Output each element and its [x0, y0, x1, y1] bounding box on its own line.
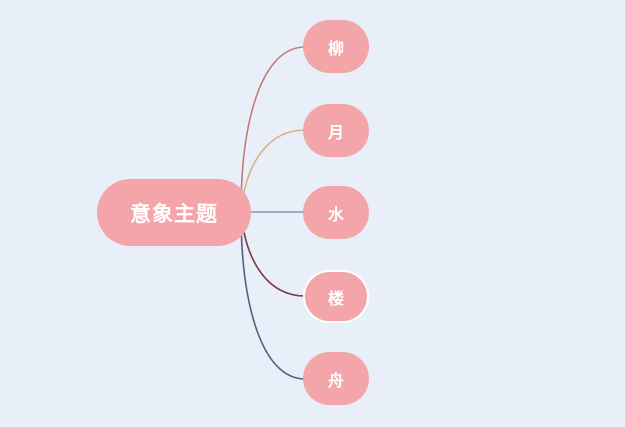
connector-lou: [240, 211, 306, 297]
branch-node-shui[interactable]: 水: [303, 186, 369, 239]
branch-node-yue[interactable]: 月: [303, 104, 369, 157]
root-topic[interactable]: 意象主题: [97, 179, 251, 246]
branch-node-lou[interactable]: 楼: [303, 270, 369, 323]
connector-liu: [240, 46, 306, 213]
branch-node-liu[interactable]: 柳: [303, 20, 369, 73]
connector-yue: [240, 129, 306, 213]
connector-zhou: [240, 211, 306, 380]
branch-node-zhou[interactable]: 舟: [303, 352, 369, 405]
